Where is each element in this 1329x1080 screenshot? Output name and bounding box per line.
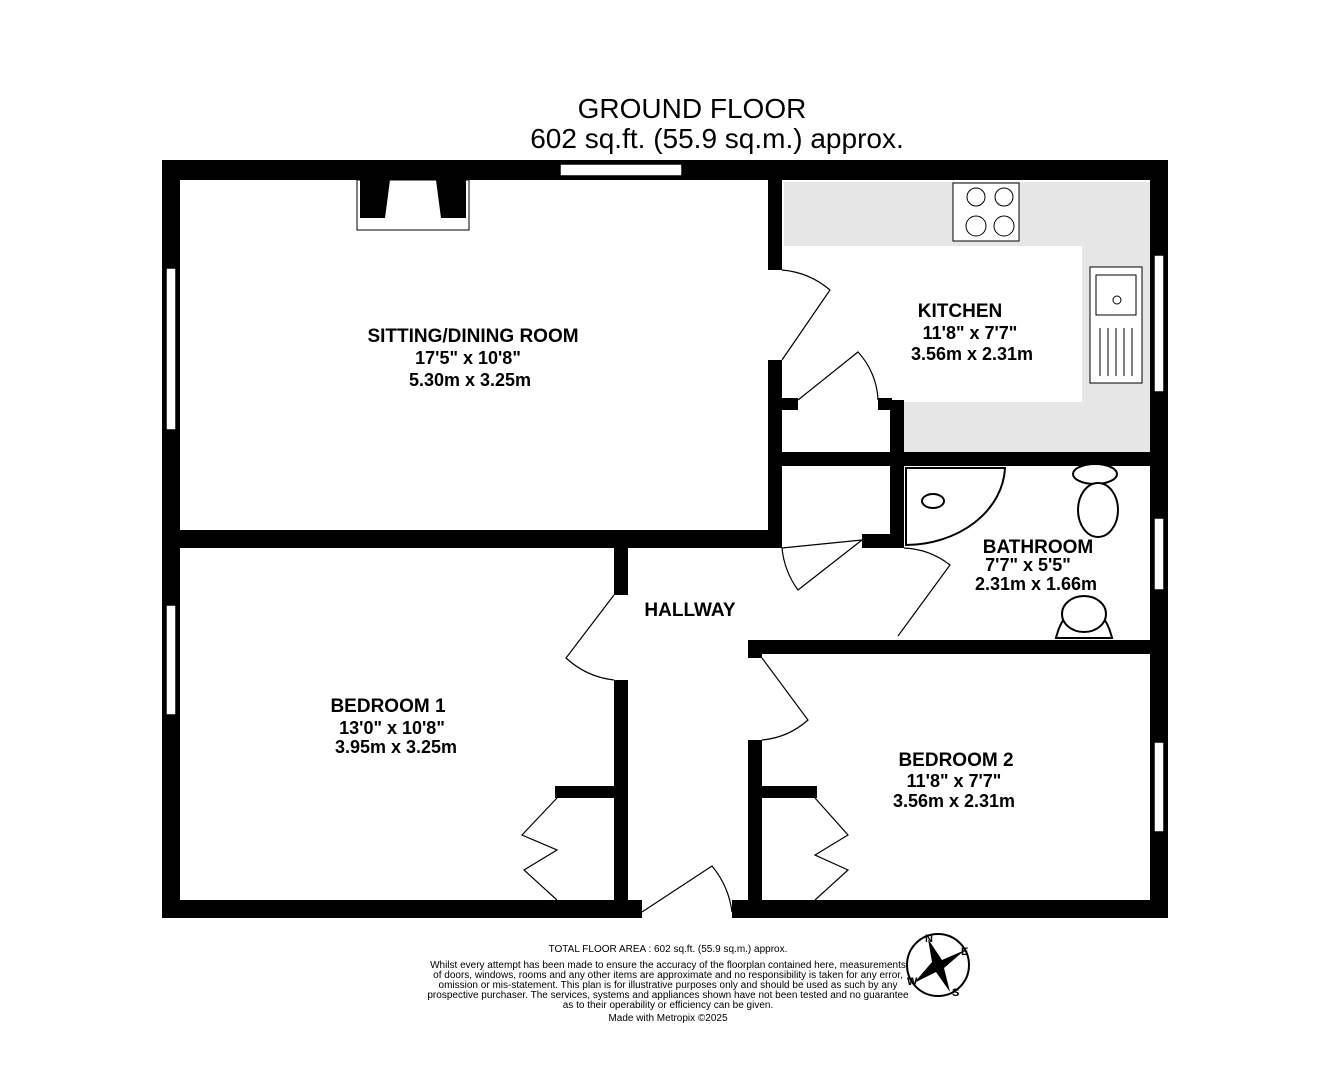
room-name: HALLWAY bbox=[644, 600, 735, 621]
disclaimer-line: omission or mis-statement. This plan is … bbox=[439, 980, 898, 991]
floor-area: 602 sq.ft. (55.9 sq.m.) approx. bbox=[530, 123, 904, 154]
room-metric: 5.30m x 3.25m bbox=[409, 370, 531, 390]
doors bbox=[520, 269, 951, 913]
fireplace-icon bbox=[356, 179, 470, 231]
disclaimer-line: as to their operability or efficiency ca… bbox=[563, 1000, 774, 1011]
room-metric: 2.31m x 1.66m bbox=[975, 574, 1097, 594]
compass-icon: N E S W bbox=[906, 933, 970, 999]
disclaimer-line: of doors, windows, rooms and any other i… bbox=[433, 970, 903, 981]
room-imperial: 17'5" x 10'8" bbox=[415, 348, 521, 368]
room-metric: 3.95m x 3.25m bbox=[335, 737, 457, 757]
room-name: BEDROOM 1 bbox=[330, 696, 446, 717]
basin-icon bbox=[1054, 595, 1114, 639]
toilet-icon bbox=[1072, 463, 1119, 538]
room-imperial: 11'8" x 7'7" bbox=[907, 771, 1002, 791]
disclaimer-line: Whilst every attempt has been made to en… bbox=[430, 960, 906, 971]
room-name: BEDROOM 2 bbox=[898, 750, 1013, 771]
room-name: BATHROOM bbox=[983, 537, 1093, 558]
svg-text:S: S bbox=[952, 987, 959, 999]
svg-text:N: N bbox=[925, 933, 933, 945]
sink-icon bbox=[1089, 266, 1143, 384]
room-imperial: 11'8" x 7'7" bbox=[923, 323, 1018, 343]
total-floor-area: TOTAL FLOOR AREA : 602 sq.ft. (55.9 sq.m… bbox=[549, 944, 788, 955]
svg-text:E: E bbox=[961, 946, 968, 958]
room-metric: 3.56m x 2.31m bbox=[893, 791, 1015, 811]
room-name: SITTING/DINING ROOM bbox=[367, 326, 578, 347]
disclaimer-line: prospective purchaser. The services, sys… bbox=[427, 990, 909, 1001]
room-imperial: 13'0" x 10'8" bbox=[339, 718, 445, 738]
hob-icon bbox=[952, 182, 1020, 242]
svg-text:W: W bbox=[907, 976, 918, 988]
room-metric: 3.56m x 2.31m bbox=[911, 344, 1033, 364]
room-imperial: 7'7" x 5'5" bbox=[985, 555, 1071, 575]
credit: Made with Metropix ©2025 bbox=[608, 1013, 728, 1024]
room-name: KITCHEN bbox=[918, 301, 1002, 322]
windows bbox=[165, 163, 1165, 833]
shower-icon bbox=[905, 467, 1007, 547]
floor-title: GROUND FLOOR bbox=[578, 93, 807, 124]
